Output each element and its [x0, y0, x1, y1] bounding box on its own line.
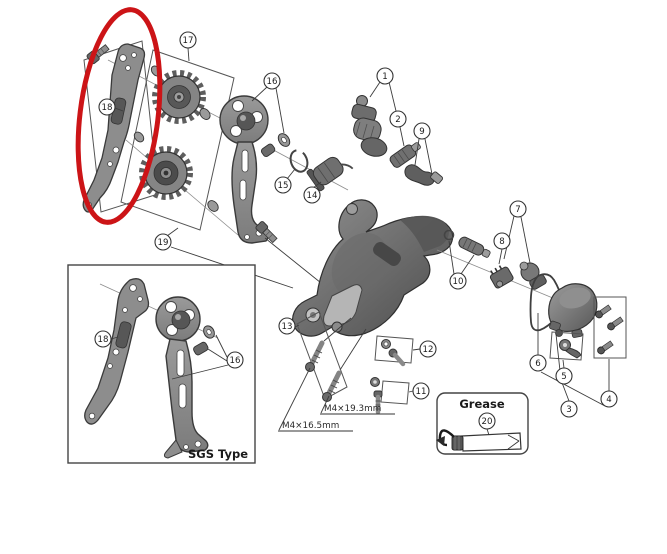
callout-3: 3 — [560, 400, 578, 418]
callout-1: 1 — [376, 67, 394, 85]
callout-18-sgs: 18 — [94, 330, 112, 348]
callout-13: 13 — [278, 317, 296, 335]
callout-19: 19 — [154, 233, 172, 251]
callout-14: 14 — [303, 186, 321, 204]
callout-4: 4 — [600, 390, 618, 408]
sgs-plate-bushing — [193, 341, 209, 356]
callout-12-number: 12 — [423, 345, 434, 355]
callout-12: 12 — [419, 340, 437, 358]
outer-plate-16 — [219, 95, 269, 244]
callout-3-number: 3 — [566, 405, 571, 415]
callout-14-number: 14 — [307, 191, 318, 201]
callout-20-number: 20 — [482, 417, 493, 427]
sgs-type-label: SGS Type — [188, 447, 248, 461]
callout-1-number: 1 — [382, 72, 387, 82]
oring-and-bolt-10 — [443, 229, 491, 258]
cover-screws-4 — [593, 296, 627, 359]
callout-15-number: 15 — [278, 181, 289, 191]
callout-13-number: 13 — [282, 322, 293, 332]
derailleur-body — [292, 199, 454, 337]
callout-4-number: 4 — [606, 395, 611, 405]
inner-plate-18 — [82, 43, 146, 213]
callout-16: 16 — [263, 72, 281, 90]
cover-gasket-6 — [529, 273, 564, 332]
callout-10: 10 — [449, 272, 467, 290]
cable-fixing-arm-9 — [404, 164, 444, 186]
callout-16-number: 16 — [267, 77, 278, 87]
pulley-groupbox — [120, 49, 235, 231]
sgs-outer-plate-16 — [155, 296, 209, 459]
callout-18-number: 18 — [102, 103, 113, 113]
snap-ring-15 — [289, 149, 309, 173]
adjust-barrel-2 — [389, 142, 421, 168]
callout-7-number: 7 — [515, 205, 520, 215]
bracket-washer-bolt-12 — [374, 335, 414, 367]
cam-lever-5 — [549, 331, 584, 361]
callout-8: 8 — [493, 232, 511, 250]
callout-15: 15 — [274, 176, 292, 194]
callout-7: 7 — [509, 200, 527, 218]
fixing-screws-13 — [296, 311, 348, 402]
sgs-box-border — [67, 264, 256, 464]
sgs-inner-plate-18 — [84, 278, 150, 425]
sgs-type-inset: 18 16 SGS Type — [67, 264, 256, 464]
grease-tube — [436, 429, 522, 452]
screw-dim-lower: M4×16.5mm — [282, 421, 339, 431]
grease-inset: Grease 20 — [436, 392, 529, 455]
callout-6-number: 6 — [535, 359, 540, 369]
clutch-roller-8 — [489, 265, 514, 289]
switch-cover-3 — [548, 283, 598, 338]
callout-10-number: 10 — [453, 277, 464, 287]
tension-pulley — [139, 146, 193, 200]
callout-19-number: 19 — [158, 238, 169, 248]
callout-9-number: 9 — [419, 127, 424, 137]
mounting-hardware: M4×19.3mm M4×16.5mm 13 12 11 — [278, 311, 437, 432]
callout-18: 18 — [98, 98, 116, 116]
callout-17-number: 17 — [183, 36, 194, 46]
callout-9: 9 — [413, 122, 431, 140]
bracket-axle-unit-1 — [351, 95, 388, 157]
pulley-washer — [133, 131, 145, 143]
grease-title: Grease — [459, 397, 505, 411]
pulley-washer — [199, 108, 211, 120]
callout-2-number: 2 — [395, 115, 400, 125]
callout-8-number: 8 — [499, 237, 504, 247]
plate-washer-hole — [281, 136, 287, 144]
plate-bushing — [260, 143, 276, 157]
callout-17: 17 — [179, 31, 197, 49]
callout-16-sgs-number: 16 — [230, 356, 241, 366]
callout-16-sgs: 16 — [226, 351, 244, 369]
callout-11: 11 — [412, 382, 430, 400]
callout-11-number: 11 — [416, 387, 427, 397]
screw-dim-upper: M4×19.3mm — [324, 404, 381, 414]
pulley-washer — [207, 200, 219, 212]
callout-5: 5 — [555, 367, 573, 385]
callout-2: 2 — [389, 110, 407, 128]
sgs-plate-washer-hole — [206, 329, 212, 335]
callout-18-sgs-number: 18 — [98, 335, 109, 345]
callout-20: 20 — [478, 412, 496, 430]
callout-5-number: 5 — [561, 372, 566, 382]
callout-6: 6 — [529, 354, 547, 372]
pulley-cage-assembly: 17 18 16 15 14 19 — [82, 31, 354, 300]
red-highlight-ellipse — [75, 7, 163, 225]
guide-pulley — [152, 70, 206, 124]
spring-housing-14 — [306, 156, 354, 192]
plate-pivot-bolt — [255, 221, 278, 244]
clutch-cover-assembly: 7 8 6 5 3 4 — [489, 200, 627, 418]
stopper-nut-bolt-11 — [370, 377, 410, 415]
